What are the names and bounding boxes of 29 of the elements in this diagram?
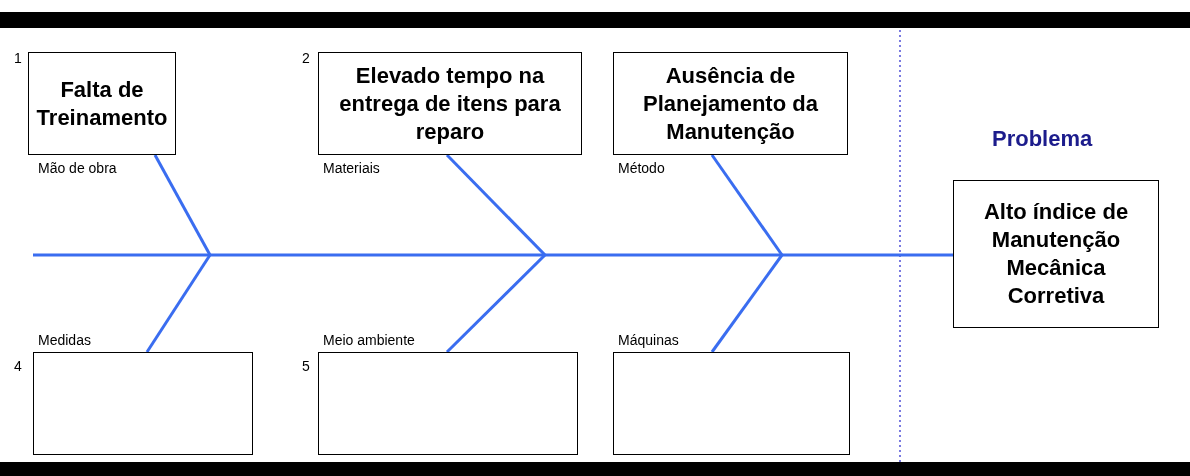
category-label: Máquinas <box>618 332 679 348</box>
callout-number: 5 <box>302 358 310 374</box>
callout-number: 4 <box>14 358 22 374</box>
empty-cause-box <box>33 352 253 455</box>
bone-line <box>153 154 212 256</box>
category-label: Materiais <box>323 160 380 176</box>
callout-number: 1 <box>14 50 22 66</box>
callout-number: 2 <box>302 50 310 66</box>
spine-line <box>33 253 953 257</box>
cause-text: Ausência de Planejamento da Manutenção <box>642 61 819 146</box>
bone-line <box>710 154 784 256</box>
bone-line <box>445 253 547 354</box>
problem-box <box>953 180 1159 328</box>
problem-heading: Problema <box>992 126 1093 152</box>
cause-text: Falta de Treinamento <box>36 75 168 132</box>
empty-cause-box <box>318 352 578 455</box>
cause-box <box>613 52 848 155</box>
cause-text: Elevado tempo na entrega de itens para reparo <box>338 61 562 146</box>
bone-line <box>710 254 784 353</box>
category-label: Método <box>618 160 665 176</box>
empty-cause-box <box>613 352 850 455</box>
cause-box <box>318 52 582 155</box>
category-label: Meio ambiente <box>323 332 415 348</box>
bone-line <box>145 254 212 353</box>
bone-line <box>445 153 547 257</box>
category-label: Mão de obra <box>38 160 117 176</box>
category-label: Medidas <box>38 332 91 348</box>
cause-box <box>28 52 176 155</box>
problem-text: Alto índice de Manutenção Mecânica Corretiva <box>982 198 1130 310</box>
